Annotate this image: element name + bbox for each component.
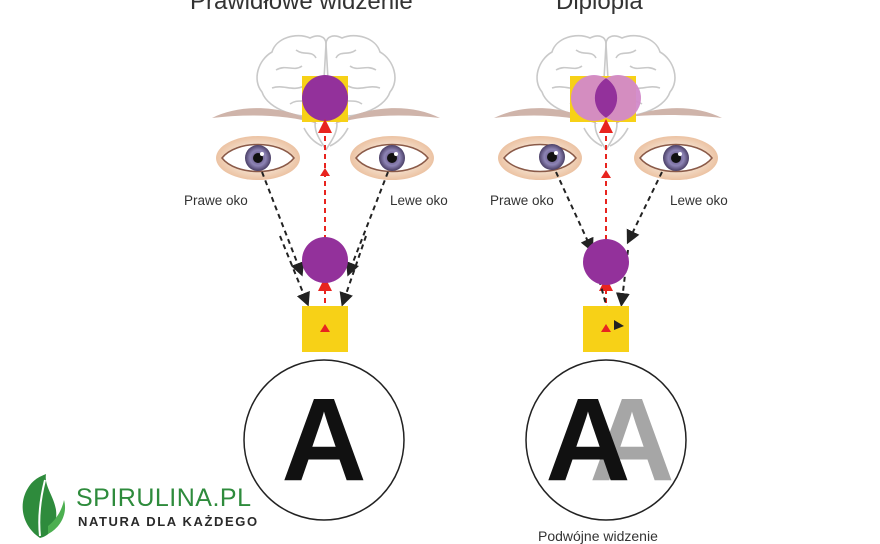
caption-double-vision: Podwójne widzenie bbox=[538, 528, 658, 544]
sight-line-left-eye-lower bbox=[339, 235, 367, 307]
right-eye-icon bbox=[498, 136, 582, 180]
object-square-arrowhead bbox=[320, 324, 330, 332]
sight-line-right-eye bbox=[555, 171, 594, 253]
sight-line-right-eye bbox=[261, 171, 304, 277]
label-left-eye-diplopia: Lewe oko bbox=[670, 193, 728, 208]
label-right-eye-diplopia: Prawe oko bbox=[490, 193, 554, 208]
brain-icon bbox=[536, 34, 676, 151]
result-letter: A bbox=[281, 374, 366, 506]
title-normal-vision: Prawidłowe widzenie bbox=[190, 0, 413, 15]
object-square-sight-arrowhead bbox=[614, 320, 624, 330]
right-eyebrow bbox=[212, 108, 318, 124]
label-right-eye-normal: Prawe oko bbox=[184, 193, 248, 208]
brain-circle bbox=[302, 75, 348, 121]
left-eye-icon bbox=[634, 136, 718, 180]
object-square-arrowhead bbox=[601, 324, 611, 332]
left-eyebrow bbox=[334, 108, 440, 124]
result-circle bbox=[525, 359, 687, 521]
result-letter: A bbox=[545, 374, 630, 506]
sight-line-left-eye bbox=[626, 171, 663, 245]
logo-name: SPIRULINA.PL bbox=[76, 484, 252, 512]
object-circle bbox=[302, 237, 348, 283]
right-eyebrow bbox=[494, 108, 598, 124]
brain-icon bbox=[256, 34, 396, 151]
sight-line-right-eye-lower bbox=[279, 235, 310, 307]
panel-normal: A bbox=[212, 34, 440, 521]
result-letter-ghost: A bbox=[589, 374, 674, 506]
brand-logo[interactable]: SPIRULINA.PL NATURA DLA KAŻDEGO bbox=[18, 474, 258, 538]
right-eye-icon bbox=[216, 136, 300, 180]
sight-line-left-eye bbox=[346, 171, 389, 277]
panel-diplopia: A A bbox=[494, 34, 722, 521]
object-circle bbox=[583, 239, 629, 285]
leaf-icon bbox=[22, 474, 66, 538]
nerve-arrowhead bbox=[320, 168, 330, 176]
left-eyebrow bbox=[616, 108, 722, 124]
brain-circle-overlap bbox=[594, 78, 618, 118]
label-left-eye-normal: Lewe oko bbox=[390, 193, 448, 208]
left-eye-icon bbox=[350, 136, 434, 180]
result-circle bbox=[243, 359, 405, 521]
logo-tagline: NATURA DLA KAŻDEGO bbox=[78, 514, 259, 529]
nerve-arrowhead bbox=[601, 170, 611, 178]
title-diplopia: Diplopia bbox=[556, 0, 643, 15]
